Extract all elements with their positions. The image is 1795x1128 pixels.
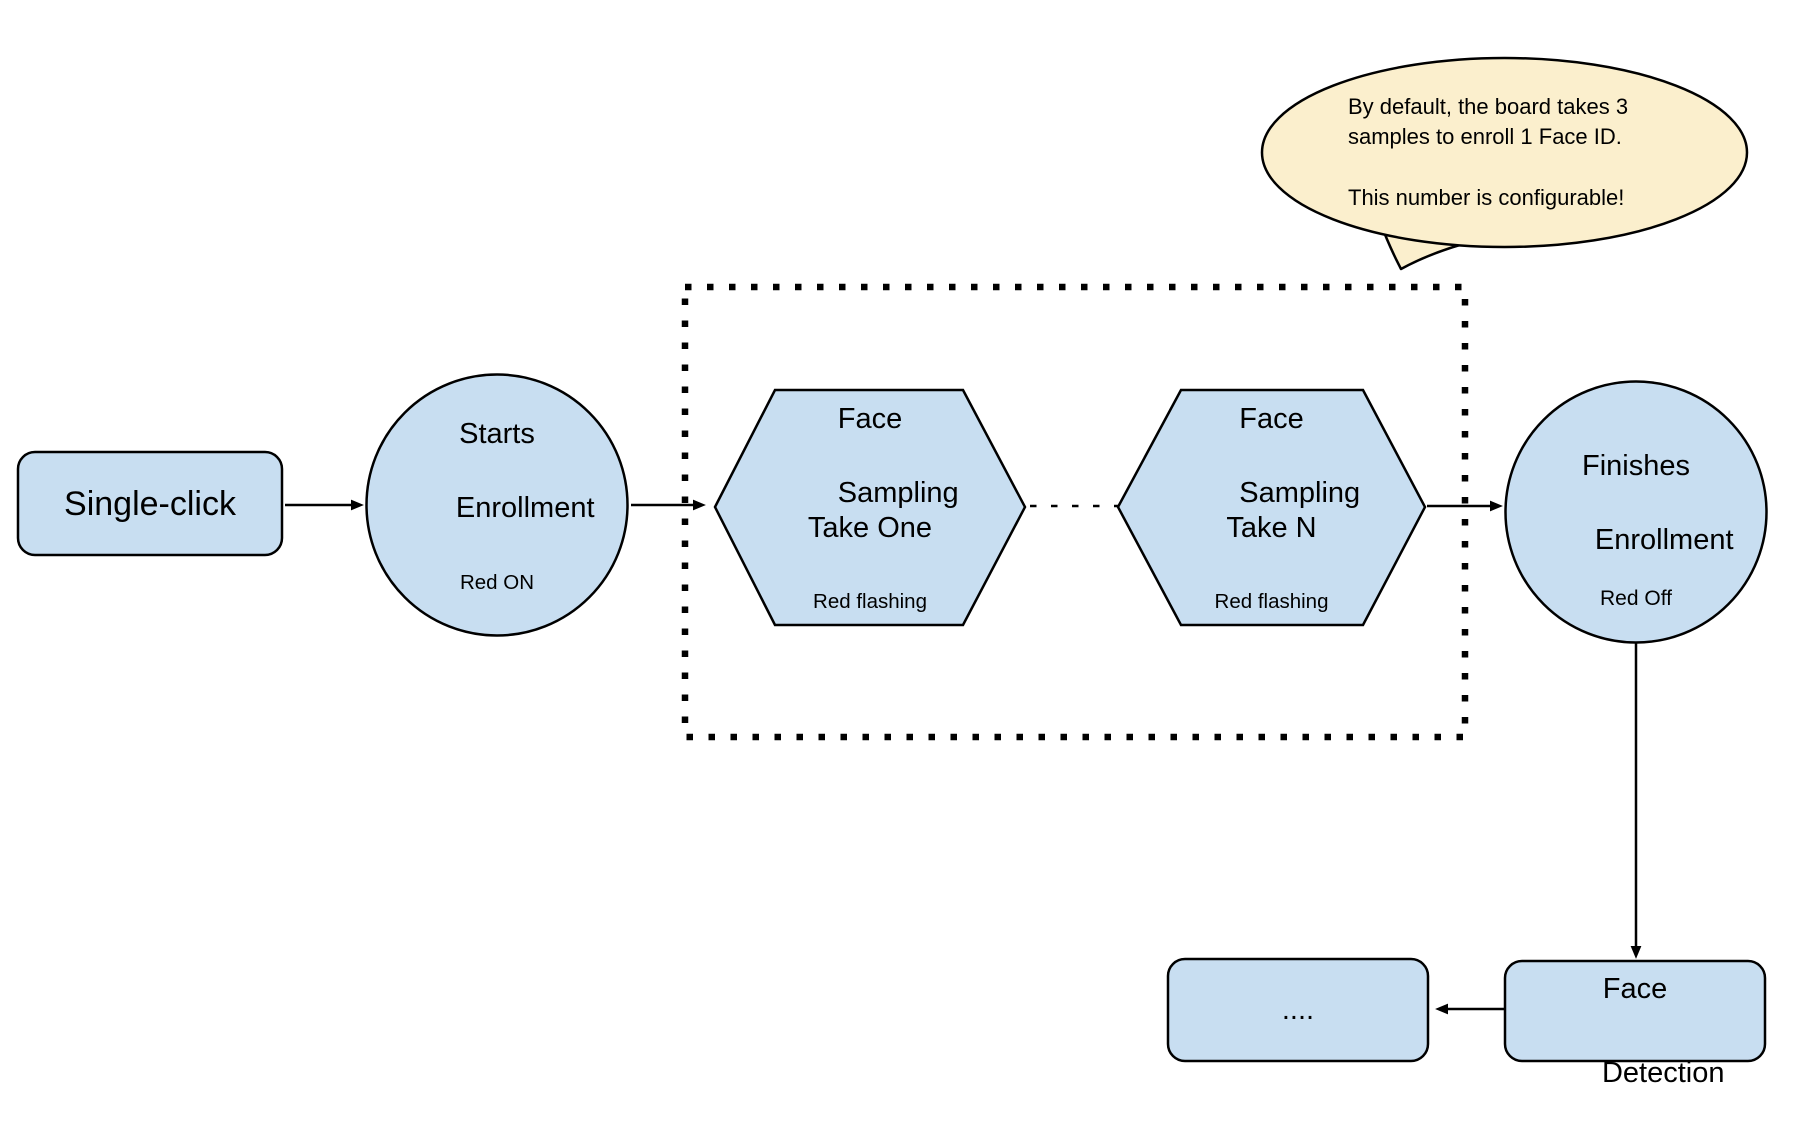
callout-line-3: This number is configurable!	[1348, 185, 1625, 210]
starts-enrollment-node	[365, 373, 629, 637]
face-sampling-n-node	[1116, 388, 1427, 627]
callout-line-2: samples to enroll 1 Face ID.	[1348, 124, 1622, 149]
starts-enrollment-label: Starts Enrollment	[455, 418, 595, 524]
finishes-enrollment-label: Finishes Enrollment	[1582, 450, 1734, 556]
starts-enrollment-status: Red ON	[459, 571, 535, 594]
face-sampling-one-title: Face Sampling	[837, 403, 959, 509]
face-sampling-one-status: Red flashing	[813, 590, 927, 613]
finishes-enrollment-node	[1504, 380, 1768, 644]
single-click-label: Single-click	[64, 484, 236, 523]
face-sampling-one-take: Take One	[807, 512, 933, 544]
face-detection-label: Face Detection	[1601, 973, 1725, 1089]
continuation-node	[1166, 957, 1430, 1063]
face-sampling-n-take: Take N	[1226, 512, 1317, 544]
face-sampling-n-title: Face Sampling	[1239, 403, 1361, 509]
callout-line-1: By default, the board takes 3	[1348, 94, 1629, 119]
face-sampling-one-node	[713, 388, 1027, 627]
face-sampling-n-status: Red flashing	[1214, 590, 1329, 613]
single-click-node	[16, 450, 284, 557]
face-detection-node	[1503, 959, 1767, 1063]
callout-bubble	[1260, 56, 1749, 249]
continuation-label: ....	[1281, 993, 1315, 1026]
finishes-enrollment-status: Red Off	[1600, 587, 1672, 610]
callout-text: By default, the board takes 3 samples to…	[1348, 92, 1768, 213]
